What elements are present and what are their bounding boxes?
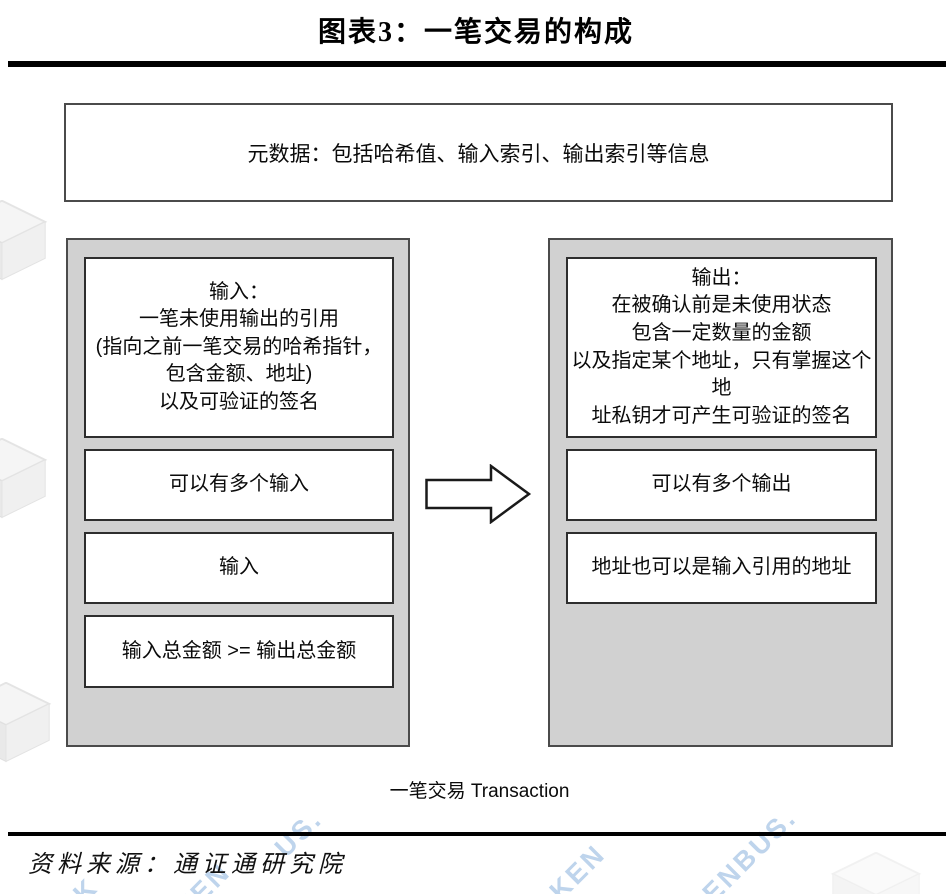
metadata-box: 元数据：包括哈希值、输入索引、输出索引等信息 — [64, 103, 893, 202]
watermark-cube-icon — [828, 851, 924, 894]
watermark-cube-icon — [0, 681, 54, 771]
outputs-panel: 输出： 在被确认前是未使用状态 包含一定数量的金额 以及指定某个地址，只有掌握这… — [548, 238, 893, 747]
metadata-box-label: 元数据：包括哈希值、输入索引、输出索引等信息 — [247, 142, 710, 166]
address-note-box: 地址也可以是输入引用的地址 — [566, 532, 877, 604]
watermark-cube-icon — [0, 199, 50, 289]
watermark-text-fragment: KEN — [543, 838, 612, 894]
right-block-arrow-icon — [425, 463, 532, 529]
footer-divider-rule — [8, 832, 946, 836]
input-detail-box: 输入： 一笔未使用输出的引用 (指向之前一笔交易的哈希指针， 包含金额、地址) … — [84, 257, 394, 438]
input-box: 输入 — [84, 532, 394, 604]
multiple-inputs-box: 可以有多个输入 — [84, 449, 394, 521]
amount-rule-box: 输入总金额 >= 输出总金额 — [84, 615, 394, 688]
title-divider-rule — [8, 61, 946, 67]
watermark-cube-icon — [0, 437, 50, 527]
page-title: 图表3：一笔交易的构成 — [317, 17, 634, 48]
output-detail-box: 输出： 在被确认前是未使用状态 包含一定数量的金额 以及指定某个地址，只有掌握这… — [566, 257, 877, 438]
multiple-outputs-box: 可以有多个输出 — [566, 449, 877, 521]
watermark-text-fragment: ENBUS. — [696, 802, 803, 894]
source-note: 资料来源：通证通研究院 — [28, 852, 347, 878]
inputs-panel: 输入： 一笔未使用输出的引用 (指向之前一笔交易的哈希指针， 包含金额、地址) … — [66, 238, 410, 747]
diagram-caption: 一笔交易 Transaction — [389, 781, 570, 802]
